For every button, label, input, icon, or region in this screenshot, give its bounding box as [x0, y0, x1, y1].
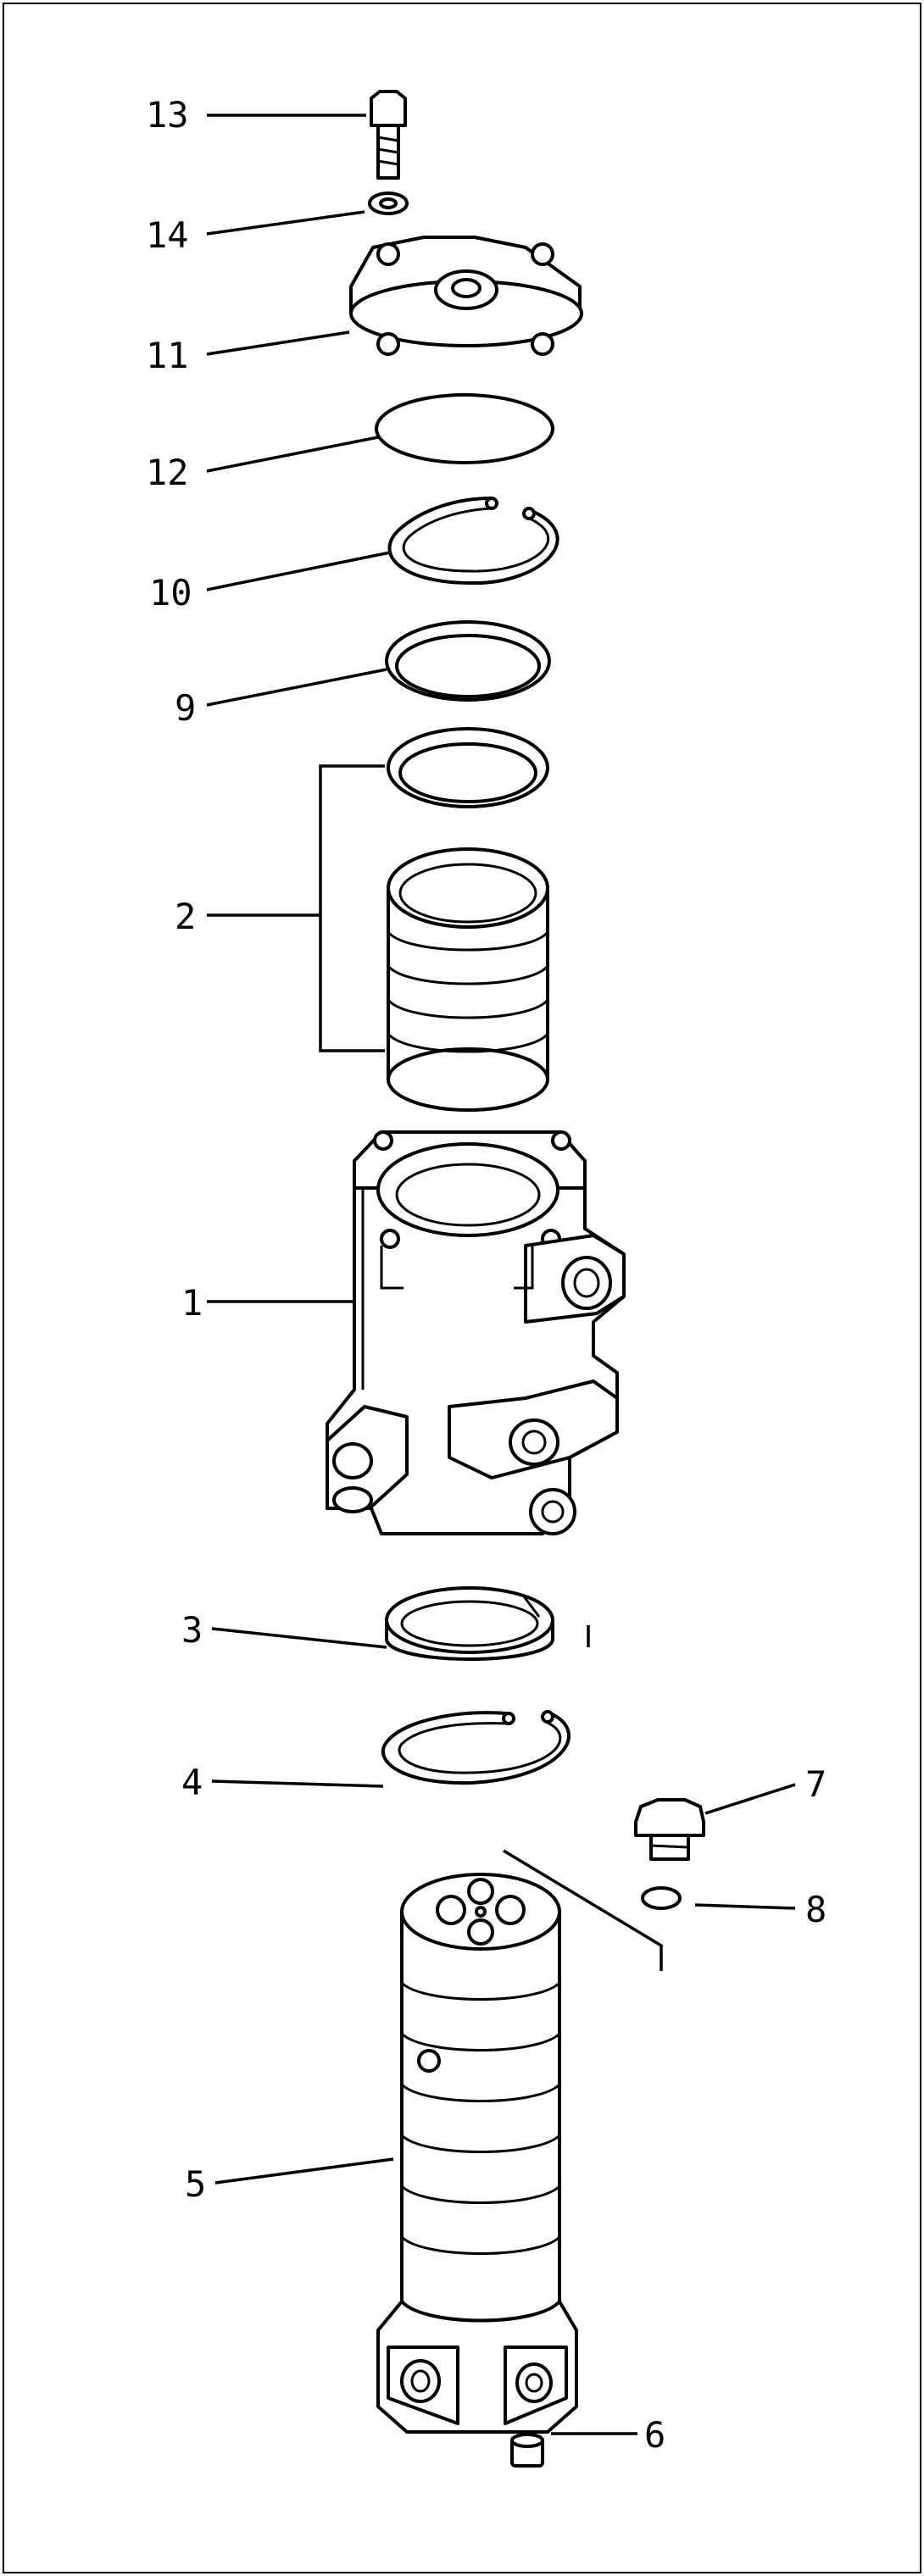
callout-9: 9 — [175, 687, 196, 729]
leader-10 — [206, 551, 391, 591]
leader-lines — [206, 114, 796, 2435]
leader-port-arrow — [503, 1849, 663, 1971]
leader-8 — [694, 1903, 796, 1910]
leader-11 — [206, 330, 350, 356]
part-11-cover — [349, 236, 583, 356]
callout-10: 10 — [149, 572, 192, 613]
callout-3: 3 — [181, 1609, 203, 1651]
part-6-plug — [510, 2433, 544, 2468]
callout-14: 14 — [146, 214, 189, 256]
callout-4: 4 — [181, 1762, 203, 1803]
callout-8: 8 — [805, 1889, 827, 1930]
leader-7 — [704, 1783, 796, 1815]
leader-12 — [206, 436, 379, 473]
leader-2-bracket — [319, 764, 385, 1052]
callout-6: 6 — [644, 2414, 665, 2456]
part-1-body — [326, 1130, 626, 1535]
callout-1: 1 — [181, 1282, 203, 1324]
part-5-rotor — [376, 1873, 578, 2434]
part-13-bolt — [370, 90, 407, 180]
part-8-o-ring — [641, 1886, 682, 1910]
callout-2: 2 — [175, 896, 196, 937]
leader-9 — [206, 668, 387, 707]
part-14-washer — [368, 192, 409, 215]
callout-13: 13 — [146, 94, 189, 136]
part-4-snap-ring — [381, 1710, 571, 1785]
leader-4 — [211, 1779, 384, 1788]
callout-7: 7 — [805, 1763, 827, 1805]
part-7-plug — [634, 1798, 705, 1861]
callout-12: 12 — [146, 452, 189, 493]
part-9-ring — [385, 620, 551, 702]
callout-labels: 13 14 11 12 10 9 2 1 3 4 7 8 5 6 — [146, 94, 827, 2456]
callout-11: 11 — [146, 335, 189, 376]
part-10-snap-ring — [387, 497, 559, 586]
diagram-border — [3, 3, 921, 2573]
leader-14 — [206, 210, 365, 236]
leader-3 — [211, 1627, 387, 1649]
part-2-seal-set — [387, 727, 549, 1112]
callout-5: 5 — [185, 2163, 206, 2205]
part-12-o-ring — [375, 393, 554, 464]
leader-5 — [214, 2157, 394, 2185]
part-3-bushing — [385, 1586, 554, 1661]
